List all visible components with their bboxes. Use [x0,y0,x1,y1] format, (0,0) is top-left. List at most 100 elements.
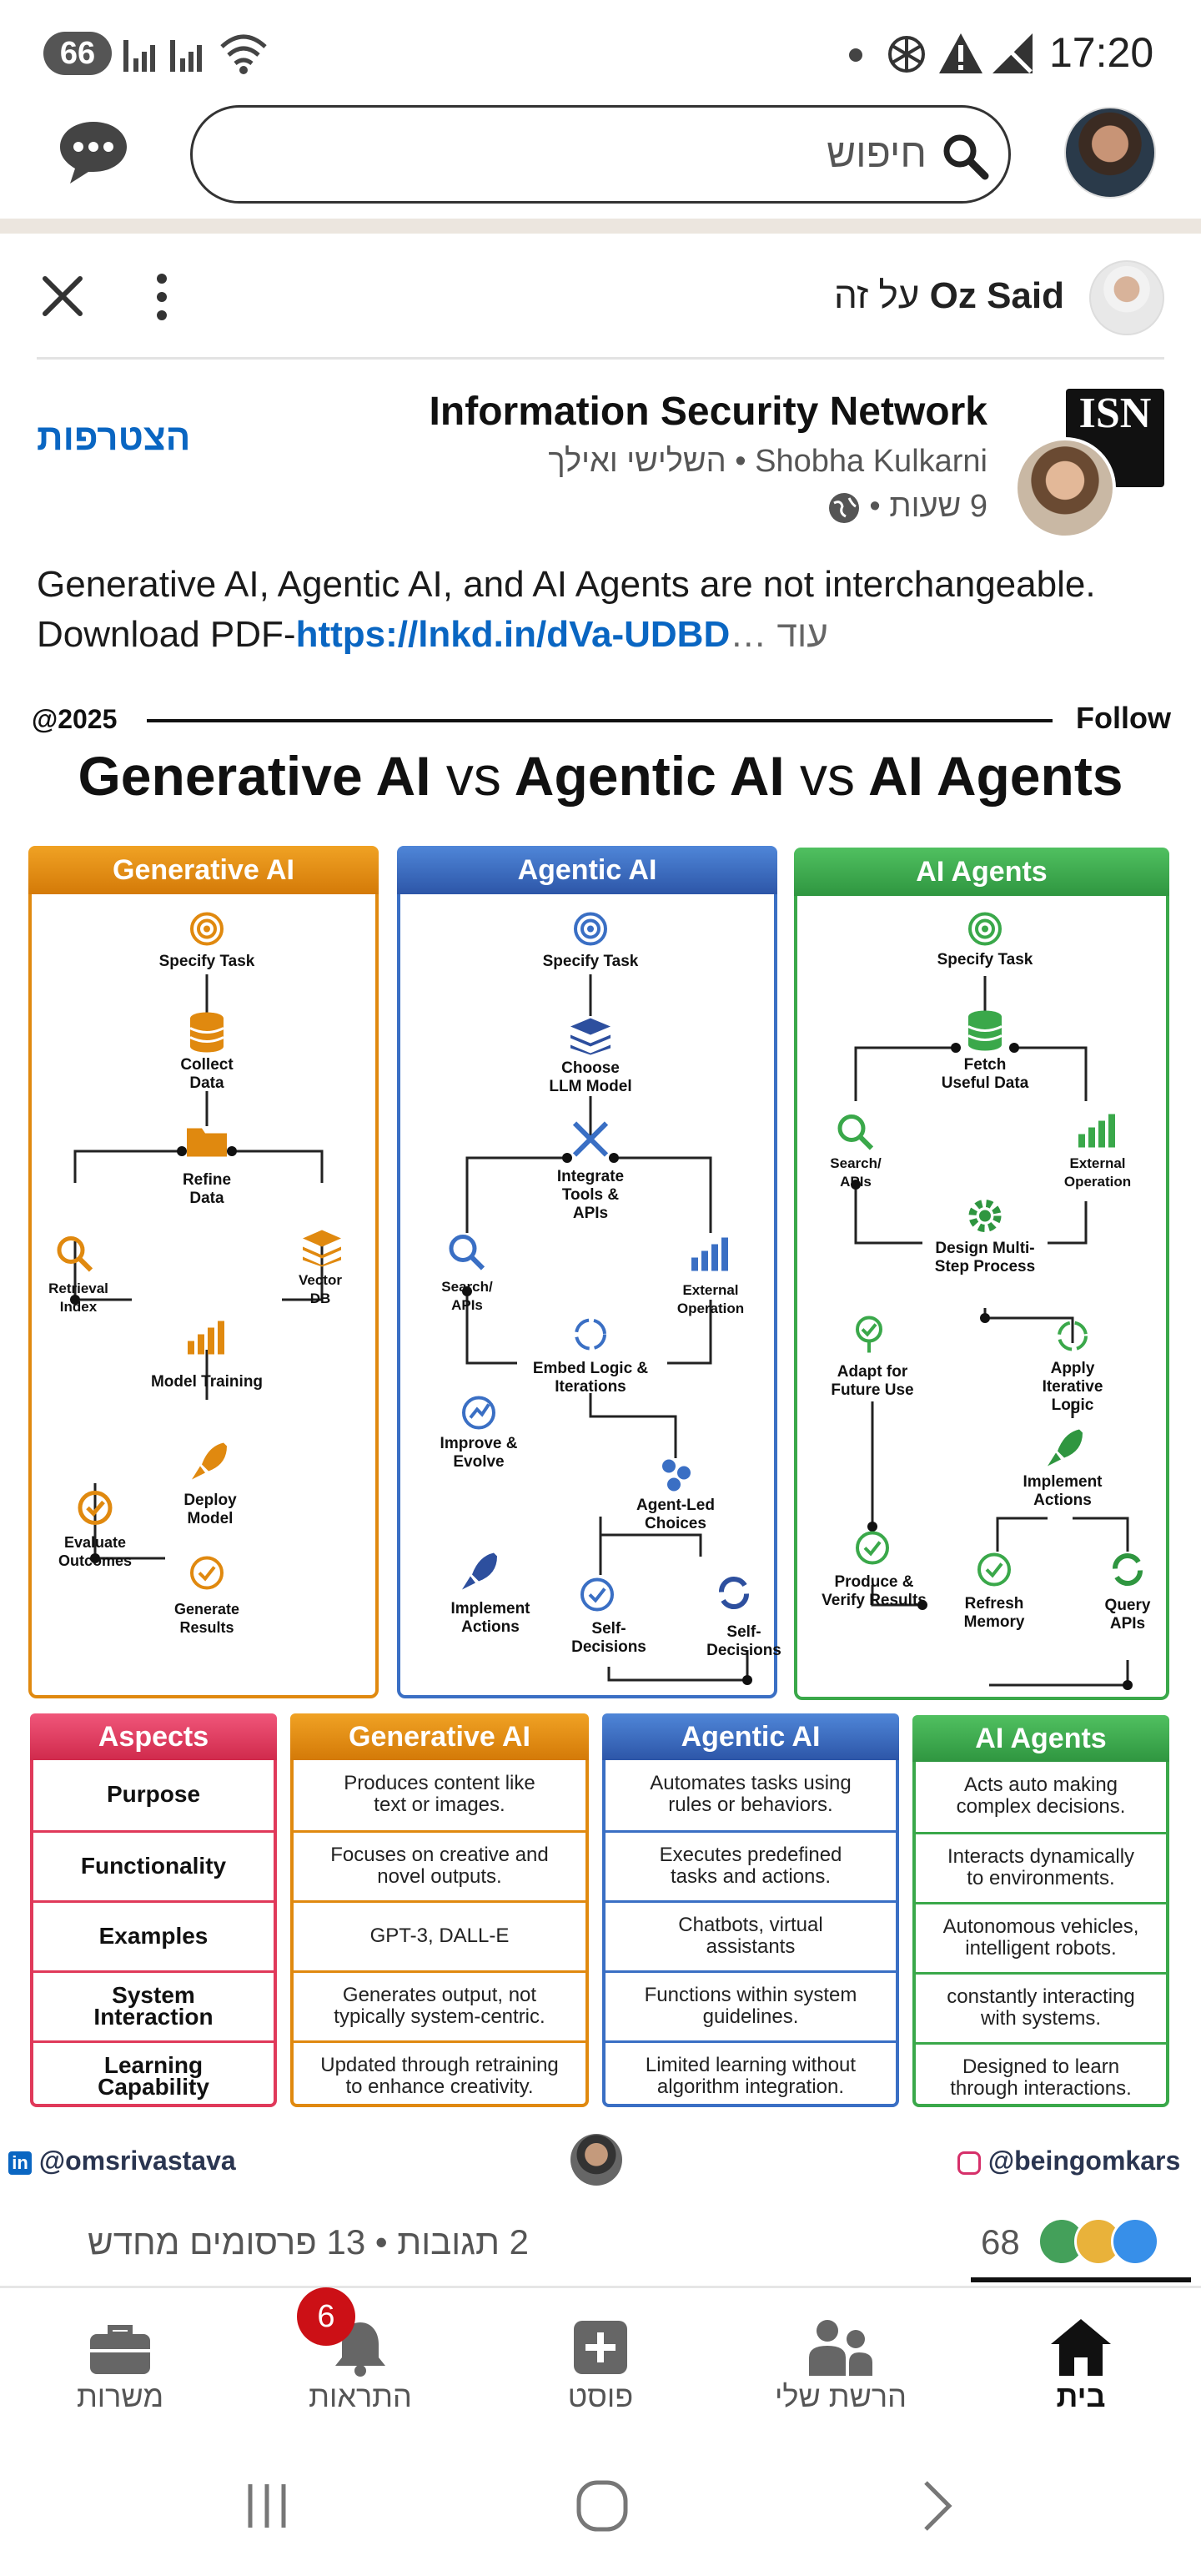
table-cell: constantly interacting with systems. [916,1972,1166,2040]
recent-apps-icon[interactable] [242,2481,292,2531]
year-tag: @2025 [32,704,118,734]
cycle-icon [1054,1318,1091,1359]
refresh-icon [1108,1551,1147,1593]
database-icon [966,1010,1004,1056]
instagram-handle: @beingomkars [957,2146,1180,2176]
page-name[interactable]: Information Security Network [429,390,987,434]
node-label: Search/ APIs [441,1279,493,1313]
activity-action: על זה [834,275,920,316]
post-body-line1: Generative AI, Agentic AI, and AI Agents… [37,564,1096,605]
nav-jobs[interactable]: משרות [0,2286,240,2444]
profile-avatar[interactable] [1064,107,1156,199]
notification-count-badge: 66 [43,32,112,75]
ai-agents-connectors [851,976,1133,1690]
choices-icon [657,1457,694,1497]
follow-tag: Follow [1076,701,1171,735]
download-prefix: Download PDF- [37,614,296,655]
table-cell: Produces content like text or images. [344,1772,535,1816]
improve-icon [460,1395,497,1436]
node-label: Embed Logic & Iterations [532,1360,649,1396]
author-name[interactable]: Shobha Kulkarni [755,444,987,479]
node-label: Model Training [150,1373,264,1391]
node-label: Specify Task [158,953,255,970]
actor-avatar[interactable] [1089,260,1164,335]
search-placeholder: חיפוש [827,132,927,176]
node-label: Search/ APIs [830,1155,882,1190]
node-label: Apply Iterative Logic [1042,1360,1103,1414]
magnifier-icon [448,1234,486,1276]
nav-home[interactable]: בית [961,2286,1201,2444]
search-input[interactable]: חיפוש [190,105,1011,204]
home-button-icon[interactable] [575,2479,629,2533]
like-icon [1111,2217,1159,2266]
check-badge-icon [579,1577,616,1618]
title-part-agents: AI Agents [867,745,1123,807]
agentic-table-column: Agentic AI Automates tasks using rules o… [602,1713,899,2107]
node-label: Produce & Verify Results [822,1573,927,1609]
table-cell: Generates output, not typically system-c… [294,1970,585,2039]
nav-post[interactable]: פוסט [480,2286,721,2444]
bottom-navigation: משרות 6 התראות פוסט הרשת שלי בית [0,2277,1201,2444]
aspects-column: Aspects Purpose Functionality Examples S… [30,1713,277,2107]
signal-icon [123,40,202,72]
target-icon [572,911,609,952]
join-button[interactable]: הצטרפות [37,417,191,458]
agents-table-header: AI Agents [912,1715,1169,1762]
title-vs-2: vs [800,745,856,807]
warning-icon [939,33,982,73]
post-link[interactable]: https://lnkd.in/dVa-UDBD [295,614,731,655]
activity-actor[interactable]: Oz Said [929,275,1064,316]
active-tab-indicator [971,2277,1191,2282]
reactions-count[interactable]: 68 [981,2222,1020,2262]
nav-label: משרות [76,2379,164,2413]
status-bar: 66 17:20 [0,0,1201,100]
infographic-title: Generative AI vs Agentic AI vs AI Agents [0,744,1201,808]
title-part-agentic: Agentic AI [514,745,785,807]
aspect-cell: System Interaction [33,1970,274,2039]
agentic-ai-flow: Agentic AI Specify Task Choose LLM Model… [397,846,781,1698]
node-label: Collect Data [180,1056,234,1092]
more-options-icon[interactable] [152,272,172,322]
ai-agents-header: AI Agents [794,848,1169,896]
node-label: Specify Task [937,951,1033,969]
node-label: Fetch Useful Data [941,1056,1029,1092]
nav-my-network[interactable]: הרשת שלי [721,2286,961,2444]
top-rule [147,719,1053,722]
magnifier-icon [837,1114,875,1156]
node-label: Adapt for Future Use [831,1363,914,1399]
table-cell: Interacts dynamically to environments. [916,1832,1166,1900]
generative-table-header: Generative AI [290,1713,589,1760]
author-avatar[interactable] [1014,437,1116,539]
header-separator [0,219,1201,234]
bar-chart-icon [1075,1109,1120,1154]
agentic-ai-connectors [462,974,752,1685]
generative-ai-flow: Generative AI Specify Task Collect Data … [28,846,379,1698]
messages-icon[interactable] [57,117,130,187]
generative-ai-header: Generative AI [28,846,379,894]
node-label: Implement Actions [450,1600,530,1636]
globe-icon [828,492,859,523]
back-icon[interactable] [921,2479,954,2533]
openai-icon [888,36,925,73]
adapt-icon [851,1315,887,1359]
node-label: Generate Results [173,1601,240,1636]
nav-notifications[interactable]: 6 התראות [240,2286,480,2444]
agentic-ai-header: Agentic AI [397,846,777,894]
folder-icon [185,1124,229,1163]
clock: 17:20 [1049,29,1154,76]
nav-label: הרשת שלי [775,2379,907,2413]
bar-chart-icon [688,1233,733,1277]
aspect-cell: Functionality [33,1830,274,1899]
generative-table-column: Generative AI Produces content like text… [290,1713,589,2107]
node-label: Design Multi- Step Process [934,1240,1036,1275]
briefcase-icon [90,2325,150,2374]
rocket-icon [190,1440,230,1487]
comments-reposts-count[interactable]: 2 תגובות • 13 פרסומים מחדש [88,2222,529,2262]
close-icon[interactable] [40,274,85,319]
aspect-cell: Purpose [106,1781,201,1807]
node-label: Integrate Tools & APIs [556,1168,625,1222]
reaction-icons[interactable] [1038,2216,1171,2266]
see-more-button[interactable]: … עוד [730,614,828,655]
post-image[interactable]: @2025 Follow Generative AI vs Agentic AI… [0,692,1201,2211]
node-label: Vector DB [299,1272,342,1306]
